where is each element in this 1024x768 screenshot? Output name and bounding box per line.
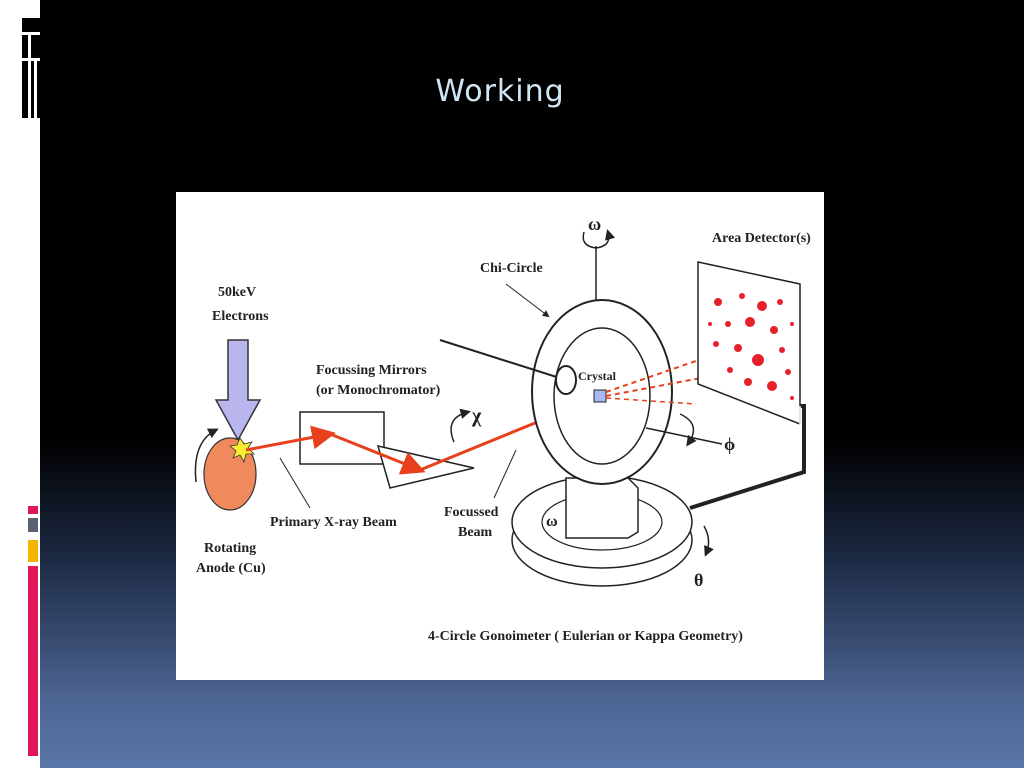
- chi-circle-pointer: [505, 283, 550, 318]
- anode-label-line1: Rotating: [204, 541, 256, 556]
- accent-bar-gray: [28, 518, 38, 532]
- slide-title: Working: [435, 74, 565, 109]
- accent-bar-red-top: [28, 506, 38, 514]
- primary-beam-pointer: [279, 457, 311, 509]
- detector-support-arm-inner: [689, 406, 801, 503]
- diffracted-beam-3: [605, 397, 697, 405]
- accent-bar-yellow: [28, 540, 38, 562]
- omega-base-symbol: ω: [546, 513, 558, 530]
- focussing-label-line1: Focussing Mirrors: [316, 363, 427, 378]
- diffracted-beam-2: [605, 368, 726, 397]
- crystal-holder: [555, 365, 577, 395]
- area-detector-label: Area Detector(s): [712, 231, 811, 246]
- accent-bar-red: [28, 566, 38, 756]
- chi-symbol: χ: [471, 405, 482, 427]
- theta-rotation-arrow: [703, 525, 714, 557]
- phi-axis: [645, 427, 723, 445]
- primary-xray-beam: [245, 425, 336, 452]
- chi-circle-label: Chi-Circle: [480, 261, 543, 276]
- goniometer-axis-line: [439, 339, 567, 381]
- chi-rotation-arrow: [450, 408, 471, 443]
- theta-symbol: θ: [694, 570, 703, 590]
- omega-top-symbol: ω: [588, 214, 601, 234]
- window-pane-icon: [22, 18, 40, 118]
- xray-diffraction-diagram: 50keV Electrons Rotating Anode (Cu) Focu…: [176, 192, 824, 680]
- detector-support-arm: [689, 404, 806, 510]
- spark-icon: [229, 437, 255, 464]
- diffraction-spots: [708, 293, 794, 400]
- electron-beam-arrow: [214, 339, 262, 442]
- goniometer-pedestal: [565, 477, 639, 539]
- electrons-label-line2: Electrons: [212, 309, 269, 324]
- anode-rotation-arrow: [194, 428, 219, 483]
- diagram-svg: 50keV Electrons Rotating Anode (Cu) Focu…: [194, 214, 811, 644]
- phi-symbol: ϕ: [724, 434, 735, 454]
- phi-rotation-arrow: [679, 413, 697, 447]
- focussing-label-line2: (or Monochromator): [316, 383, 441, 398]
- anode-label-line2: Anode (Cu): [196, 561, 266, 576]
- crystal-label: Crystal: [578, 369, 617, 383]
- goniometer-caption: 4-Circle Gonoimeter ( Eulerian or Kappa …: [428, 629, 743, 644]
- focussed-beam-pointer: [493, 449, 517, 499]
- beam-segment-2: [329, 432, 426, 475]
- electrons-label-line1: 50keV: [218, 285, 256, 300]
- crystal-sample: [593, 389, 607, 403]
- focussed-label-line1: Focussed: [444, 505, 499, 520]
- primary-beam-label: Primary X-ray Beam: [270, 515, 397, 530]
- focussed-label-line2: Beam: [458, 525, 493, 540]
- omega-top-rotation-arrow: [582, 229, 616, 249]
